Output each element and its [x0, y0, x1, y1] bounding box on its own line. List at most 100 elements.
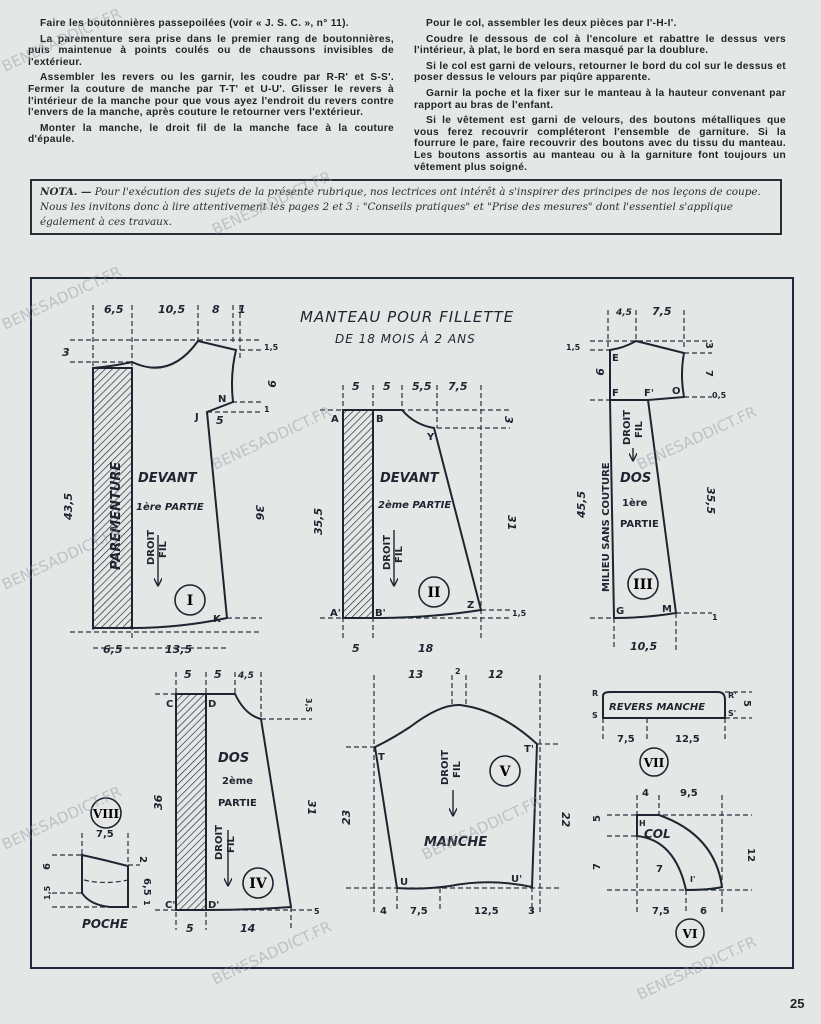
paragraph: Si le col est garni de velours, retourne… — [414, 60, 786, 84]
dim: 12,5 — [675, 734, 700, 745]
piece-revers-manche: REVERS MANCHE R S R' S' 5 7,5 12,5 VII — [592, 689, 752, 777]
dim: 1 — [142, 900, 151, 906]
piece-part: 2ème PARTIE — [378, 499, 451, 511]
diagram-subtitle: DE 18 MOIS À 2 ANS — [335, 331, 476, 346]
paragraph: Pour le col, assembler les deux pièces p… — [426, 18, 677, 29]
dim: 12 — [745, 848, 756, 862]
instructions-left-column: Faire les boutonnières passepoilées (voi… — [28, 18, 394, 150]
dim: 12,5 — [474, 906, 499, 917]
dim: 12 — [488, 668, 504, 681]
point-label: J — [194, 412, 199, 423]
piece-dos-1: 4,5 7,5 1,5 9 3 7 0,5 45,5 35,5 1 10,5 E… — [566, 305, 727, 653]
dim: 22 — [559, 812, 572, 828]
piece-name: DOS — [218, 751, 249, 766]
dim: 5 — [352, 380, 360, 393]
point-label: R — [592, 689, 598, 698]
piece-number-circle — [639, 747, 669, 777]
piece-number: VI — [682, 927, 698, 941]
dim: 2 — [137, 856, 148, 863]
point-label: B — [376, 414, 384, 425]
dim: 18 — [418, 642, 434, 655]
piece-name: POCHE — [82, 917, 129, 931]
point-label: R' — [728, 691, 737, 700]
piece-part: PARTIE — [620, 519, 659, 530]
dim: 5 — [314, 907, 320, 916]
piece-name: DOS — [620, 471, 651, 486]
watermark: BENESADDICT.FR — [209, 402, 334, 473]
dim: 5 — [592, 815, 603, 822]
point-label: S' — [728, 709, 736, 718]
piece-number: II — [427, 585, 440, 601]
point-label: A' — [330, 608, 341, 619]
dim: 5,5 — [412, 380, 432, 393]
dim: 6 — [700, 906, 707, 917]
piece-part: 2ème — [222, 775, 253, 787]
grain-label: DROIT — [146, 530, 157, 565]
point-label: O — [672, 386, 681, 397]
dim: 31 — [305, 800, 318, 815]
dim: 7 — [656, 864, 663, 875]
dim: 13 — [408, 668, 424, 681]
grain-label: FIL — [226, 835, 237, 853]
point-label: F — [612, 388, 619, 399]
grain-label: FIL — [634, 420, 645, 438]
point-label: C' — [165, 900, 175, 911]
point-label: A — [331, 414, 339, 425]
dim: 3 — [502, 416, 515, 424]
dim: 4 — [642, 788, 649, 799]
diagram-title: MANTEAU POUR FILLETTE — [300, 308, 514, 326]
piece-name: DEVANT — [380, 471, 440, 486]
dim: 4,5 — [615, 308, 632, 318]
piece-name: REVERS MANCHE — [609, 702, 705, 713]
dim: 35,5 — [704, 487, 717, 514]
point-label: T' — [524, 744, 534, 755]
paragraph: Si le vêtement est garni de velours, des… — [414, 115, 786, 173]
piece-devant-2: 5 5 5,5 7,5 3 35,5 31 1,5 5 18 A B Y A' … — [312, 380, 527, 655]
dim: 5 — [184, 668, 192, 681]
dim: 13,5 — [165, 643, 192, 656]
dim: 36 — [253, 505, 266, 521]
parementure-hatch — [92, 367, 133, 629]
page-number: 25 — [790, 996, 805, 1011]
dim: 1 — [238, 303, 246, 316]
point-label: K — [213, 614, 222, 625]
paragraph: Garnir la poche et la fixer sur le mante… — [414, 87, 786, 111]
point-label: E — [612, 353, 619, 364]
watermark: BENESADDICT.FR — [634, 932, 759, 1003]
piece-number: IV — [249, 876, 268, 892]
dim: 9 — [265, 380, 278, 388]
dim: 45,5 — [575, 491, 588, 519]
dim: 1,5 — [264, 343, 279, 352]
dim: 5 — [741, 700, 752, 707]
point-label: C — [166, 699, 173, 710]
point-label: H — [639, 819, 646, 828]
dim: 7 — [592, 863, 603, 870]
watermark: BENESADDICT.FR — [0, 4, 124, 75]
dim: 0,5 — [712, 391, 727, 400]
dim: 7 — [703, 370, 714, 377]
dim: 3 — [528, 906, 535, 917]
nota-text: Pour l'exécution des sujets de la présen… — [40, 186, 761, 228]
point-label: D' — [208, 900, 219, 911]
dim: 5 — [383, 380, 391, 393]
dim: 3 — [62, 346, 70, 359]
paragraph: La parementure sera prise dans le premie… — [28, 33, 394, 68]
hatch-area — [175, 693, 207, 911]
piece-number-circle — [418, 576, 450, 608]
watermark: BENESADDICT.FR — [0, 262, 124, 333]
grain-label: FIL — [394, 545, 405, 563]
dim: 36 — [152, 794, 165, 810]
point-label: N — [218, 394, 226, 405]
grain-label: FIL — [452, 760, 463, 778]
dim: 10,5 — [630, 640, 657, 653]
dim: 1,5 — [43, 885, 52, 900]
point-label: Z — [467, 600, 474, 611]
dim: 10,5 — [158, 303, 185, 316]
dim: 6,5 — [104, 303, 124, 316]
piece-poche: 7,5 6 1,5 2 6,5 1 POCHE VIII — [42, 797, 152, 931]
dim: 23 — [340, 809, 353, 825]
watermark: BENESADDICT.FR — [209, 167, 334, 238]
dim: 8 — [212, 303, 220, 316]
dim: 4,5 — [237, 671, 254, 681]
